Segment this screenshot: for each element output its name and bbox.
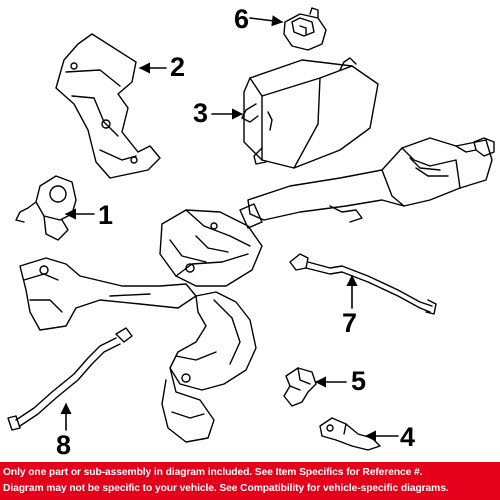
callout-number-6: 6 xyxy=(234,4,250,34)
callout-number-5: 5 xyxy=(351,366,367,396)
disclaimer-banner: Only one part or sub-assembly in diagram… xyxy=(0,462,500,500)
part-6-clip xyxy=(283,7,327,51)
exhaust-pipe-right xyxy=(239,137,495,229)
callout-number-3: 3 xyxy=(193,98,209,128)
part-3-canister xyxy=(241,57,379,169)
part-5-clip xyxy=(283,367,317,407)
y-pipe-lower xyxy=(19,257,257,443)
part-2-bracket xyxy=(55,33,161,179)
callout-number-8: 8 xyxy=(56,430,72,460)
callout-number-4: 4 xyxy=(400,422,416,452)
disclaimer-line-1: Only one part or sub-assembly in diagram… xyxy=(3,467,423,478)
exhaust-manifold-center xyxy=(159,209,263,287)
parts-diagram xyxy=(7,7,495,451)
part-8-oxygen-sensor xyxy=(7,327,133,431)
part-7-oxygen-sensor xyxy=(289,253,437,315)
leader-arrows xyxy=(60,15,399,442)
part-1-sensor xyxy=(15,175,77,241)
callout-number-7: 7 xyxy=(342,308,358,338)
part-4-strap xyxy=(319,417,381,451)
callout-number-1: 1 xyxy=(98,200,114,230)
disclaimer-line-2: Diagram may not be specific to your vehi… xyxy=(3,483,449,494)
callout-number-2: 2 xyxy=(170,52,186,82)
